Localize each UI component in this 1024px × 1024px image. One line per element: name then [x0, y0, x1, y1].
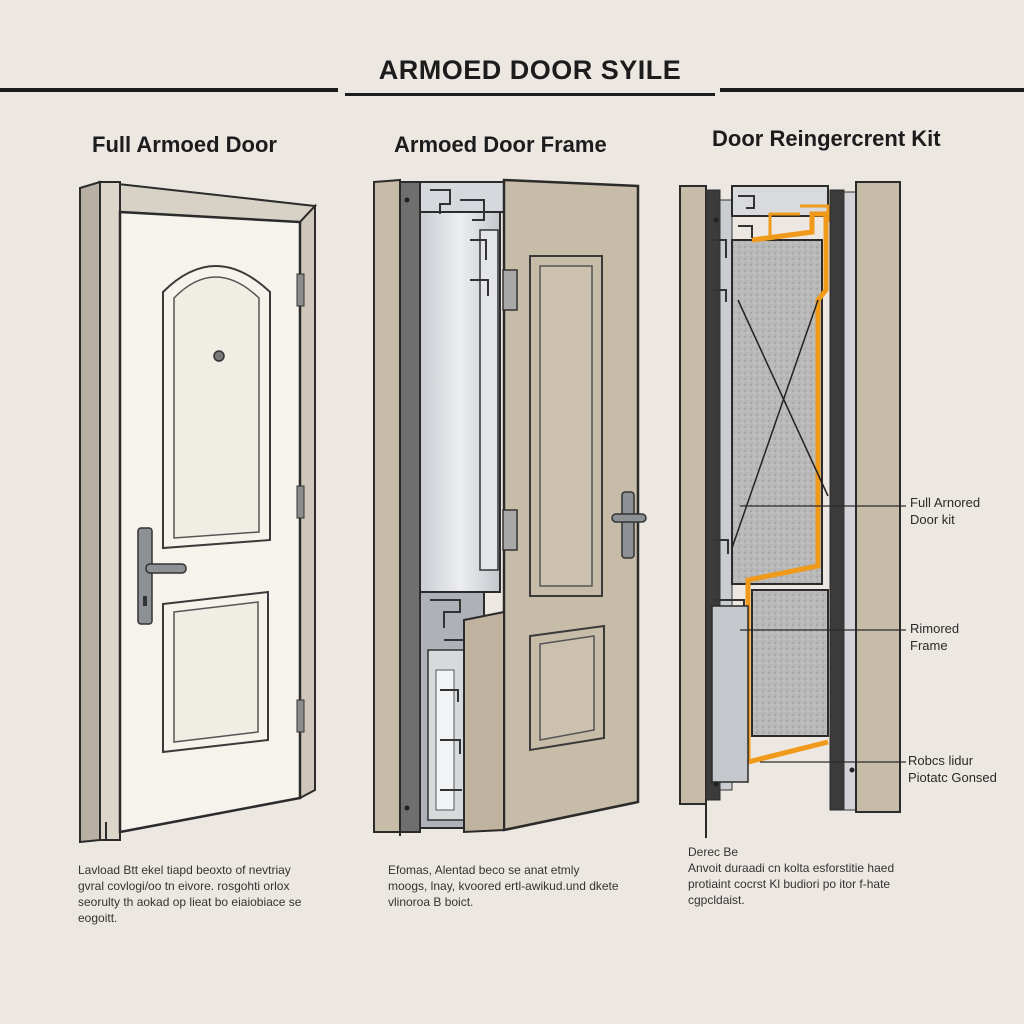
door1-keyhole: [143, 596, 147, 606]
door1-lower-panel-inner: [173, 601, 259, 743]
door1-hinge-middle: [296, 485, 305, 519]
kit3-cross-brace-2: [731, 299, 819, 549]
title-rule-right: [720, 88, 1024, 92]
kit3-lower-profile: [711, 605, 749, 783]
door1-lower-panel: [162, 590, 269, 754]
full-armored-door-illustration: [79, 180, 318, 844]
door1-frame-side: [79, 180, 101, 844]
frame2-upper-panel: [529, 255, 603, 597]
frame2-hinge-bottom: [502, 509, 518, 551]
caption-line: moogs, lnay, kvoored ertl-awikud.und dke…: [388, 879, 619, 893]
kit3-upper-core: [731, 239, 823, 585]
kit3-screw-2: [713, 781, 719, 787]
callout-line: Full Arnored: [910, 495, 981, 510]
frame2-section-top: [419, 181, 505, 213]
reinforcement-kit-illustration: [679, 181, 906, 838]
frame2-lower-panel: [529, 624, 605, 752]
caption-line: vlinoroa B boict.: [388, 895, 474, 909]
frame2-leaf-edge: [463, 610, 505, 834]
frame2-screw-2: [404, 805, 410, 811]
callout-profile: Robcs lidur Piotatc Gonsed: [908, 752, 997, 786]
frame2-handle-lever: [611, 513, 647, 523]
caption-line: Anvoit duraadi cn kolta esforstitie haed: [688, 861, 895, 875]
caption-line: protiaint cocrst Kl budiori po itor f-ha…: [688, 877, 891, 891]
frame2-screw-1: [404, 197, 410, 203]
kit3-right-dark-strip: [829, 189, 845, 811]
frame2-clips-top: [430, 189, 489, 296]
caption-line: cgpcldaist.: [688, 893, 745, 907]
door1-peephole: [213, 350, 225, 362]
heading-door-reinforcement-kit: Door Reingercrent Kit: [712, 126, 941, 151]
kit3-right-steel: [843, 191, 857, 811]
caption-line: seorulty th aokad op lieat bo eiaiobiace…: [78, 895, 302, 909]
kit3-cross-brace-1: [737, 299, 829, 497]
caption-line: Lavload Btt ekel tiapd beoxto of nevtria…: [78, 863, 291, 877]
kit3-lower-core: [751, 589, 829, 737]
frame2-hinge-top: [502, 269, 518, 311]
kit3-screw-1: [713, 217, 719, 223]
kit3-right-jamb: [855, 181, 901, 813]
caption-reinforcement-kit: Derec Be Anvoit duraadi cn kolta esforst…: [688, 844, 988, 908]
callout-armored-frame: Rimored Frame: [910, 620, 959, 654]
frame2-jamb-strip: [399, 181, 421, 833]
door1-upper-panel-inner: [173, 276, 260, 539]
caption-line: Efomas, Alentad beco se anat etmly: [388, 863, 580, 877]
door1-upper-panel: [162, 265, 271, 550]
heading-armored-door-frame: Armoed Door Frame: [394, 132, 607, 157]
armored-door-frame-illustration: [373, 178, 647, 836]
callout-line: Door kit: [910, 512, 955, 527]
heading-full-armored-door: Full Armoed Door: [92, 132, 277, 157]
callout-line: Rimored: [910, 621, 960, 636]
callout-full-armored-door-kit: Full Arnored Door kit: [910, 494, 980, 528]
caption-armored-door-frame: Efomas, Alentad beco se anat etmly moogs…: [388, 862, 668, 910]
door1-handle-lever: [145, 563, 187, 574]
title-rule-left: [0, 88, 338, 92]
callout-line: Robcs lidur: [908, 753, 974, 768]
kit3-screw-3: [849, 767, 855, 773]
caption-title: Derec Be: [688, 845, 739, 859]
kit3-left-jamb: [679, 185, 707, 805]
kit3-orange-bracket-top: [768, 204, 830, 238]
caption-full-armored-door: Lavload Btt ekel tiapd beoxto of nevtria…: [78, 862, 348, 926]
page-title: ARMOED DOOR SYILE: [378, 55, 682, 85]
door1-handle-plate: [137, 527, 153, 625]
caption-line: eogoitt.: [78, 911, 118, 925]
door1-frame: [99, 181, 121, 841]
frame2-lower-panel-inner: [539, 635, 595, 741]
frame2-handle-plate: [621, 491, 635, 559]
frame2-steel-rail: [479, 229, 499, 571]
title-underline: [345, 93, 715, 96]
callout-line: Frame: [910, 638, 948, 653]
door1-hinge-bottom: [296, 699, 305, 733]
frame2-outer-jamb: [373, 178, 401, 833]
kit3-top-section: [731, 185, 829, 217]
callout-line: Piotatc Gonsed: [908, 770, 997, 785]
caption-line: gvral covlogi/oo tn eivore. rosgohti orl…: [78, 879, 290, 893]
frame2-upper-panel-inner: [539, 265, 593, 587]
door1-hinge-top: [296, 273, 305, 307]
